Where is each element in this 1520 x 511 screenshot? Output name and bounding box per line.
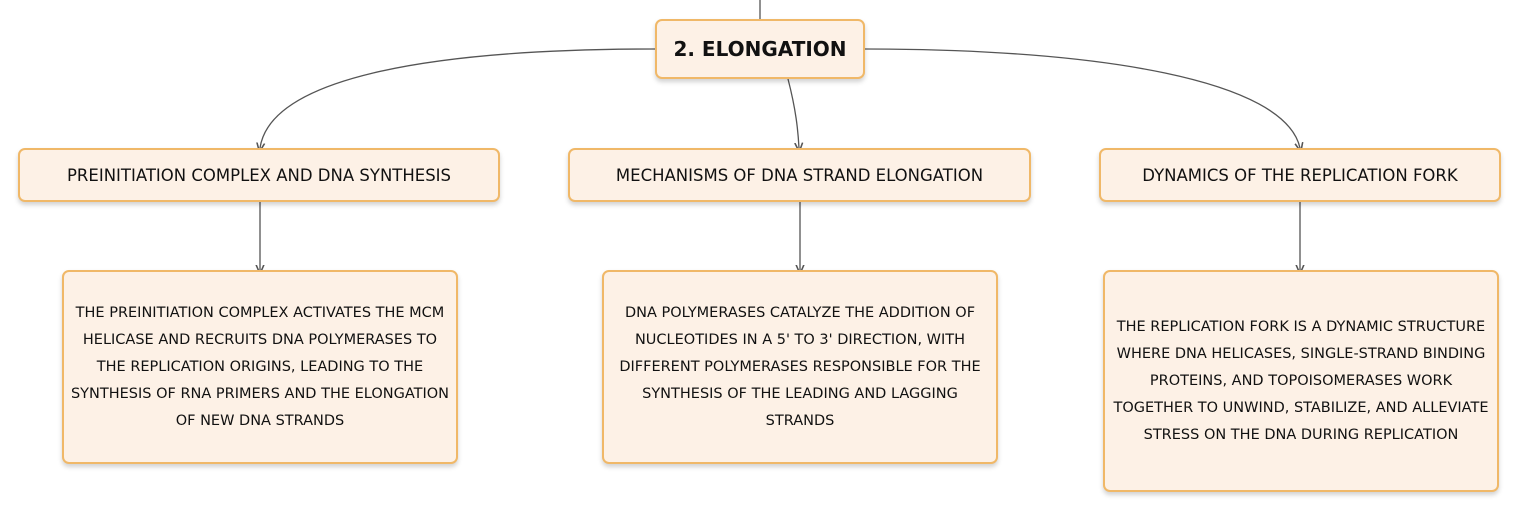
connector-root-to-topic-2 [787, 78, 799, 148]
topic-node-preinitiation[interactable]: PREINITIATION COMPLEX AND DNA SYNTHESIS [18, 148, 500, 202]
connector-root-to-topic-1 [260, 48, 656, 148]
detail-text: DNA POLYMERASES CATALYZE THE ADDITION OF… [619, 304, 981, 429]
root-node[interactable]: 2. ELONGATION [655, 19, 865, 79]
detail-text: THE REPLICATION FORK IS A DYNAMIC STRUCT… [1113, 318, 1489, 443]
detail-text: THE PREINITIATION COMPLEX ACTIVATES THE … [70, 304, 450, 429]
topic-node-mechanisms[interactable]: MECHANISMS OF DNA STRAND ELONGATION [568, 148, 1031, 202]
topic-label: DYNAMICS OF THE REPLICATION FORK [1142, 165, 1458, 185]
topic-label: MECHANISMS OF DNA STRAND ELONGATION [615, 165, 984, 185]
detail-node-preinitiation[interactable]: THE PREINITIATION COMPLEX ACTIVATES THE … [62, 270, 458, 464]
root-label: 2. ELONGATION [673, 37, 847, 61]
detail-node-replication-fork[interactable]: THE REPLICATION FORK IS A DYNAMIC STRUCT… [1103, 270, 1499, 492]
detail-node-mechanisms[interactable]: DNA POLYMERASES CATALYZE THE ADDITION OF… [602, 270, 998, 464]
topic-node-replication-fork[interactable]: DYNAMICS OF THE REPLICATION FORK [1099, 148, 1501, 202]
connector-root-to-topic-3 [864, 48, 1300, 148]
topic-label: PREINITIATION COMPLEX AND DNA SYNTHESIS [66, 165, 452, 185]
